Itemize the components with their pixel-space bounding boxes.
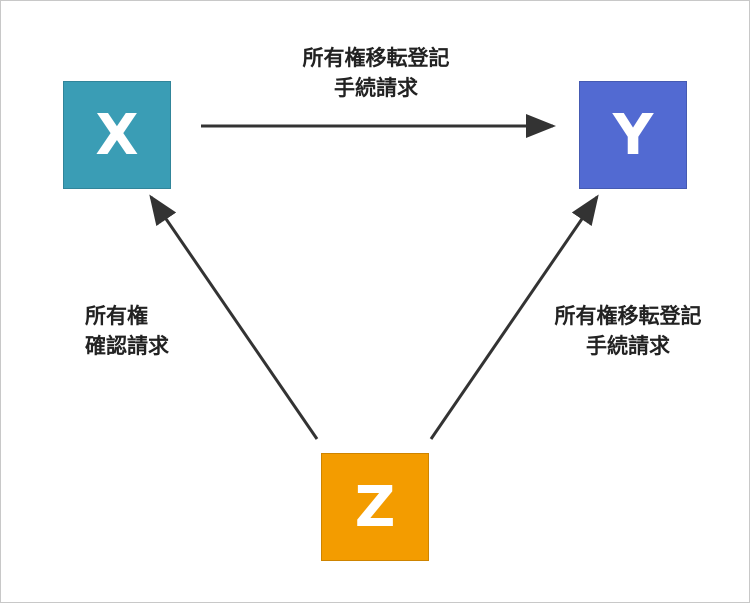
arrow-z-to-y <box>429 194 599 440</box>
edge-label-line: 手続請求 <box>334 76 418 100</box>
edge-label-line: 所有権 <box>85 304 148 328</box>
node-x: X <box>63 81 171 189</box>
arrow-z-to-x <box>149 194 319 440</box>
edge-label-z-to-y: 所有権移転登記 手続請求 <box>523 301 733 361</box>
node-x-label: X <box>95 102 139 168</box>
edge-label-line: 所有権移転登記 <box>302 46 450 70</box>
node-y-label: Y <box>612 102 654 168</box>
node-z: Z <box>321 453 429 561</box>
edge-label-line: 所有権移転登記 <box>554 304 702 328</box>
edge-label-z-to-x: 所有権 確認請求 <box>85 301 225 361</box>
node-z-label: Z <box>354 474 396 540</box>
edge-label-line: 確認請求 <box>85 334 169 358</box>
edge-label-line: 手続請求 <box>586 334 670 358</box>
node-y: Y <box>579 81 687 189</box>
edge-label-x-to-y: 所有権移転登記 手続請求 <box>241 43 511 103</box>
